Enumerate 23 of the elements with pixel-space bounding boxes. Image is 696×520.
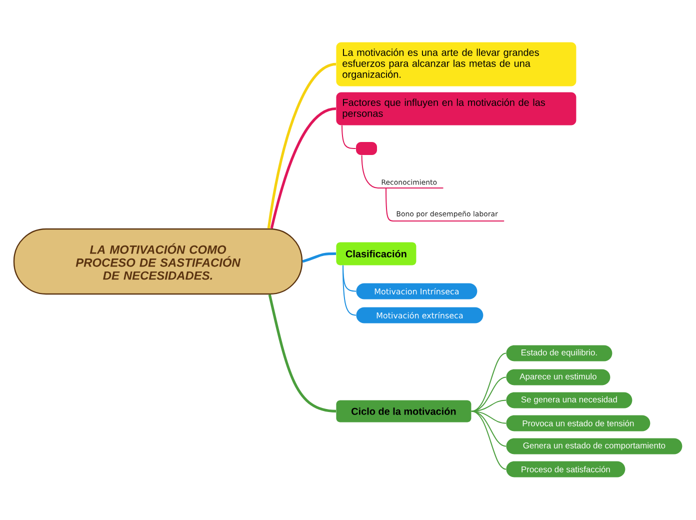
connector (470, 410, 506, 424)
topic-box: La motivación es una arte de llevar grandes esfuerzos para alcanzar las metas de una organización. (336, 42, 576, 86)
subtopic-pill: Se genera una necesidad (506, 392, 632, 408)
subtopic-pill: Provoca un estado de tensión (506, 415, 650, 432)
topic-box: Clasificación (336, 242, 416, 266)
subtopic-pill: Proceso de satisfacción (506, 461, 626, 478)
subtopic-pill: Aparece un estimulo (506, 369, 610, 386)
connector (267, 62, 336, 229)
connector (342, 124, 356, 149)
connector (386, 188, 394, 222)
connector (268, 294, 336, 412)
connector (470, 410, 506, 470)
connector (361, 154, 378, 188)
central-topic: LA MOTIVACIÓN COMO PROCESO DE SASTIFACIÓN DE NECESIDADES. (13, 228, 303, 295)
subtopic-pill: Estado de equilibrio. (506, 345, 612, 362)
connector (470, 400, 506, 412)
topic-box: Factores que influyen en la motivación de las personas (336, 92, 576, 126)
connector (270, 107, 336, 229)
connector (302, 252, 336, 263)
subtopic-pill: Genera un estado de comportamiento (506, 438, 682, 454)
connector (342, 264, 356, 316)
topic-pill (356, 142, 377, 155)
topic-box: Ciclo de la motivación (336, 400, 472, 422)
